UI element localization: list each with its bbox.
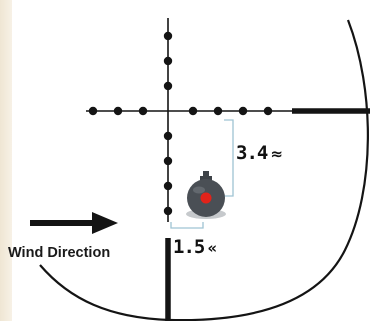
reticle-dot [213,106,223,116]
reticle-dot [163,156,173,166]
scope-field-outline [39,19,369,321]
reticle-dot [238,106,248,116]
elevation-holdover-readout: 3.4≈ [236,142,283,164]
reticle-dot [138,106,148,116]
reticle-dot [88,106,98,116]
elevation-chevron-icon: ≈ [270,145,283,163]
arrow-right-icon [30,212,118,234]
reticle-dot [163,206,173,216]
reticle-dot [163,81,173,91]
reticle-dot [263,106,273,116]
windage-holdover-readout: 1.5« [173,236,217,258]
page-edge-strip [0,0,12,321]
reticle-dot [163,31,173,41]
windage-holdover-value: 1.5 [173,236,205,258]
horizontal-dots [88,106,273,116]
reticle-dot [188,106,198,116]
reticle-dot [163,181,173,191]
windage-chevron-icon: « [207,239,217,257]
reticle-dot [113,106,123,116]
target-icon [186,171,226,219]
vertical-dots-lower [163,131,173,216]
reticle-dot [163,56,173,66]
wind-direction-label: Wind Direction [8,245,111,261]
reticle-dot [163,131,173,141]
elevation-bracket [224,119,234,197]
windage-bracket [170,222,204,229]
vertical-dots-upper [163,31,173,91]
elevation-holdover-value: 3.4 [236,142,268,164]
